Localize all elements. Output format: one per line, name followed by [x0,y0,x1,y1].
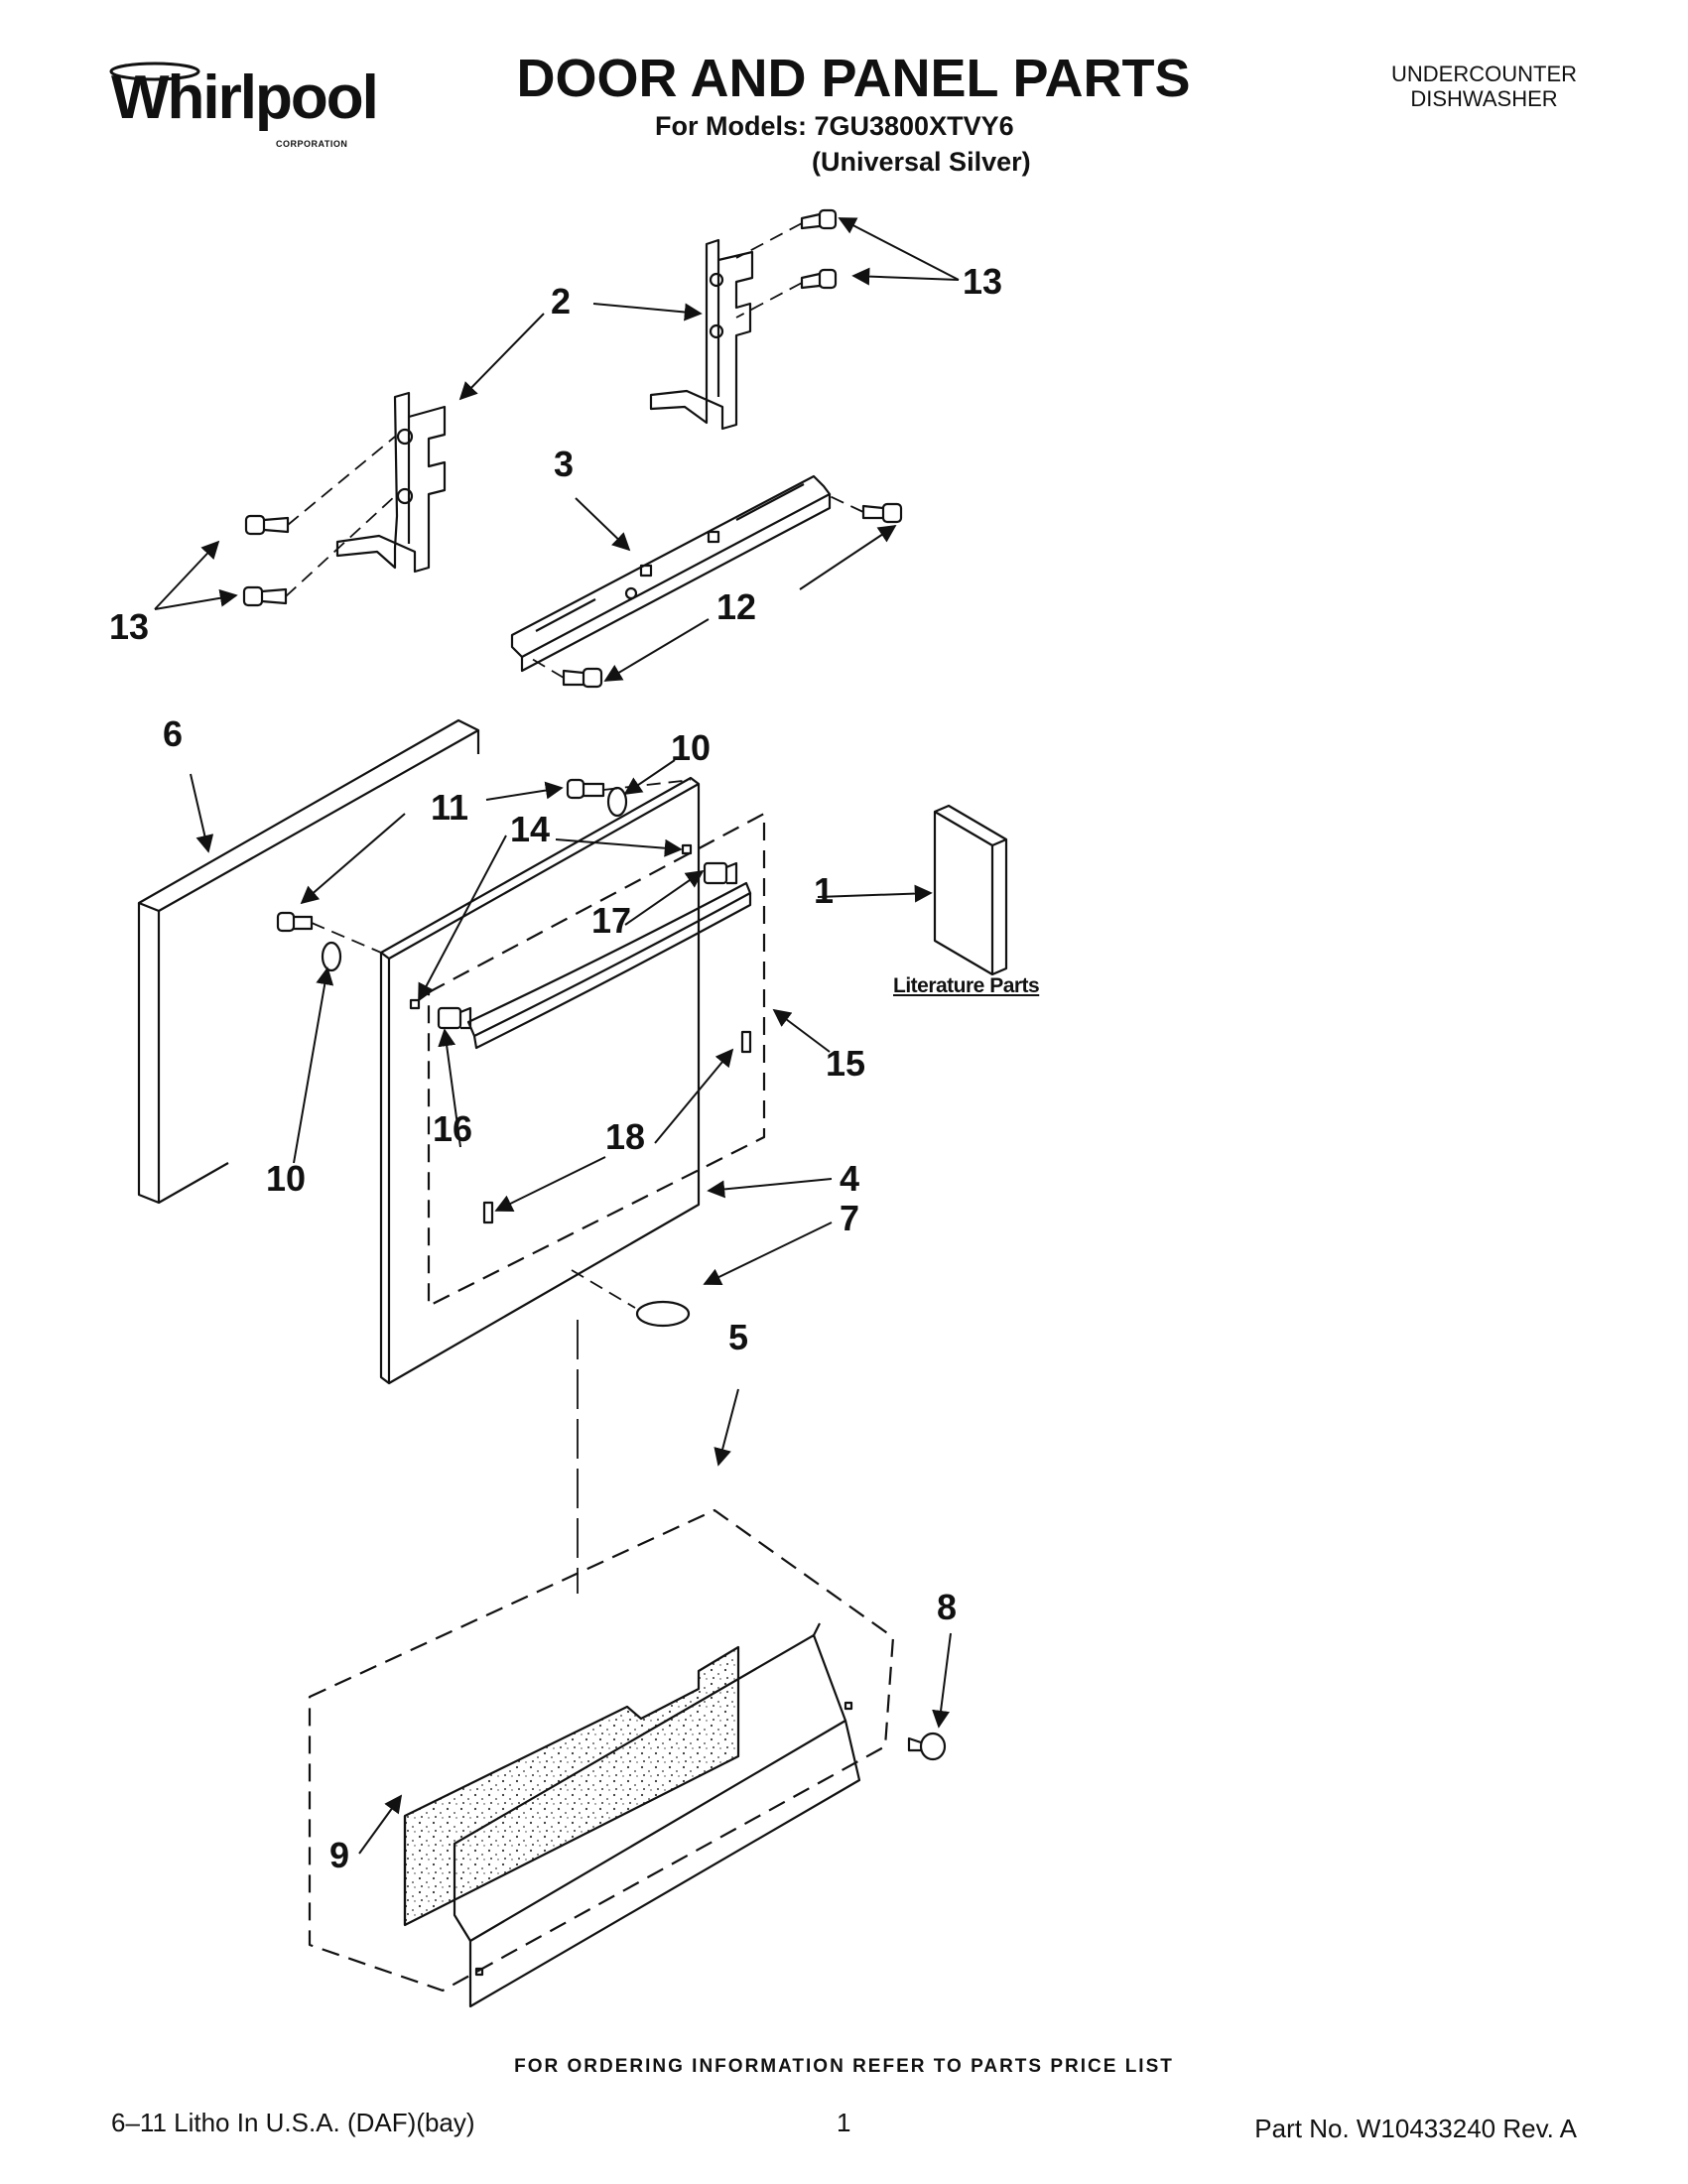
page-number: 1 [837,2108,851,2137]
callout-10-bottom: 10 [266,1158,307,1199]
product-line-1: UNDERCOUNTER [1391,62,1577,86]
screw-13-upper-right [800,208,838,230]
screw-13-upper-left [244,514,290,536]
callout-8: 8 [937,1587,958,1627]
toe-panel-outline-5 [308,1508,895,1992]
brand-logo: Whirlpool [111,64,379,132]
screw-14-left [409,998,421,1010]
part-number: Part No. W10433240 Rev. A [1254,2114,1577,2143]
callout-10-top: 10 [671,727,712,768]
litho-line: 6–11 Litho In U.S.A. (DAF)(bay) [111,2108,475,2137]
callout-13-right: 13 [963,261,1003,302]
handle-endcap-17 [703,861,738,885]
callout-18: 18 [605,1116,646,1157]
screw-13-lower-left [242,585,288,607]
mounting-rail [510,474,832,673]
callout-14: 14 [510,809,551,849]
callout-11: 11 [431,787,469,828]
door-handle [466,881,752,1050]
callout-arrows [154,217,960,1855]
handle-endcap-16 [437,1006,472,1030]
brand-corporation-text: CORPORATION [276,139,348,149]
stud-18-right [740,1030,752,1054]
literature-book [933,804,1008,976]
toe-panel-sheet [453,1622,861,2008]
washer-10-left [321,941,342,972]
logo-swoosh-icon [109,62,200,81]
screw-14-right [681,843,693,855]
product-line-2: DISHWASHER [1410,86,1558,112]
hinge-bracket-right [649,238,754,431]
models-line: For Models: 7GU3800XTVY6 [655,111,1014,141]
variant-line: (Universal Silver) [812,147,1031,177]
callout-3: 3 [554,444,575,484]
callout-12: 12 [716,586,757,627]
door-panel [137,718,480,1205]
screw-12-right [861,502,903,524]
callout-13-left: 13 [109,606,150,647]
callout-6: 6 [163,713,184,754]
callout-9: 9 [329,1835,350,1875]
callout-1: 1 [814,870,835,911]
screw-13-lower-right [800,268,838,290]
screw-12-left [562,667,603,689]
callout-2: 2 [551,281,572,321]
badge-7 [635,1300,691,1328]
callout-16: 16 [433,1108,473,1149]
stud-18-left [482,1201,494,1224]
callout-4: 4 [840,1158,860,1199]
screw-8 [907,1732,947,1761]
dashed-leaders [285,222,864,1594]
literature-parts-caption: Literature Parts [893,974,1040,997]
page-title: DOOR AND PANEL PARTS [516,49,1191,108]
callout-15: 15 [826,1043,866,1084]
screw-11-left [276,911,314,933]
inner-panel-outline-15 [427,812,766,1308]
ordering-info: FOR ORDERING INFORMATION REFER TO PARTS … [514,2056,1174,2077]
product-type: UNDERCOUNTER DISHWASHER [1391,62,1577,112]
callout-5: 5 [728,1317,749,1357]
hinge-bracket-left [335,391,447,574]
callout-17: 17 [591,900,632,941]
insulation-foam-9 [403,1645,740,1927]
screw-11-top [566,778,605,800]
washer-10-top [606,786,628,818]
callout-7: 7 [840,1198,860,1238]
